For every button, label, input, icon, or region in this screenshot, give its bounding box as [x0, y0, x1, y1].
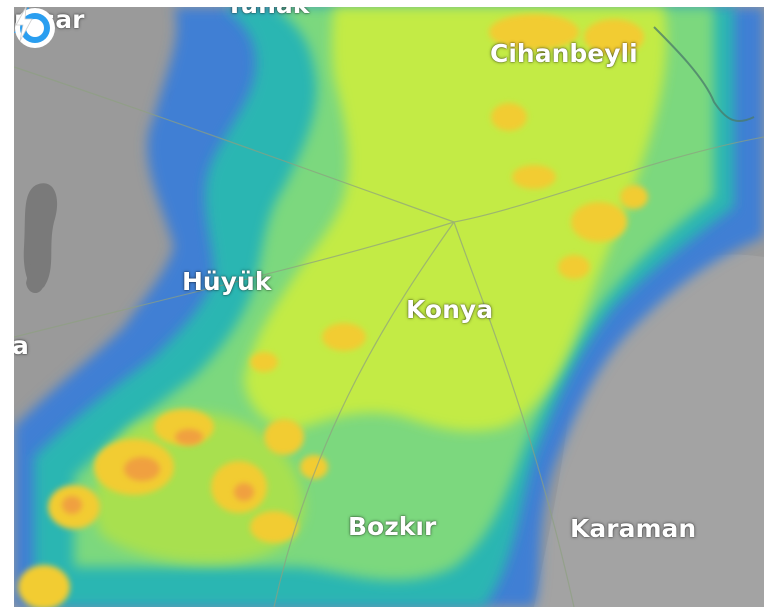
- lake-left: [23, 183, 58, 290]
- map-label-huyuk: Hüyük: [182, 267, 272, 296]
- province-border: [653, 26, 755, 122]
- map-label-bozkir: Bozkır: [348, 512, 437, 541]
- radar-yellow-layer: [18, 14, 648, 607]
- map-label-cihanbeyli: Cihanbeyli: [490, 39, 638, 68]
- lightning-icon: [15, 7, 33, 41]
- map-label-left-edge: a: [14, 331, 29, 360]
- map-label-konya: Konya: [406, 295, 494, 324]
- map-label-top: Tuhak: [226, 7, 309, 17]
- lake-left-small: [26, 263, 46, 294]
- radar-map-canvas: [14, 7, 764, 607]
- roads: [14, 66, 764, 607]
- radar-map[interactable]: nisar Tuhak Cihanbeyli Hüyük Konya a Boz…: [14, 7, 764, 607]
- radar-orange-layer: [62, 429, 254, 514]
- map-label-karaman: Karaman: [570, 514, 697, 543]
